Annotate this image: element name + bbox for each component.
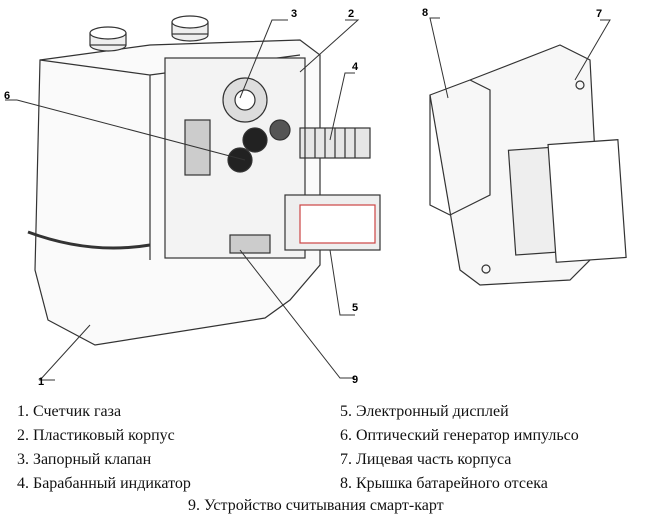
legend-item-8: 8. Крышка батарейного отсека: [340, 475, 548, 492]
legend-item-6: 6. Оптический генератор импульсо: [340, 427, 579, 444]
callout-8: 8: [422, 7, 428, 19]
callout-4: 4: [352, 61, 359, 73]
leaders: [5, 17, 611, 381]
legend-item-9: 9. Устройство считывания смарт-карт: [188, 497, 444, 514]
callout-7: 7: [596, 8, 602, 20]
legend-item-2: 2. Пластиковый корпус: [17, 427, 175, 444]
legend-item-1: 1. Счетчик газа: [17, 403, 122, 420]
callout-2: 2: [348, 8, 354, 20]
callout-9: 9: [352, 374, 358, 386]
meter-diagram: 3 2 4 5 6 8 7 1 9: [4, 7, 627, 388]
callout-5: 5: [352, 302, 358, 314]
legend-item-3: 3. Запорный клапан: [17, 451, 152, 468]
legend-item-5: 5. Электронный дисплей: [340, 403, 509, 420]
cover: [429, 44, 627, 286]
callout-3: 3: [291, 8, 297, 20]
callout-6: 6: [4, 90, 10, 102]
legend-item-4: 4. Барабанный индикатор: [17, 475, 191, 492]
callout-1: 1: [38, 376, 44, 388]
mechanism: [164, 57, 381, 259]
legend-item-7: 7. Лицевая часть корпуса: [340, 451, 512, 468]
